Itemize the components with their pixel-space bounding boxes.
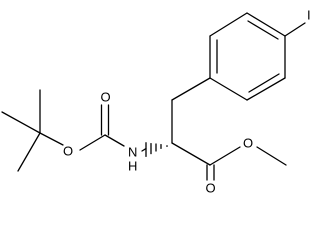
nitrogen-hydrogen: H (128, 159, 137, 174)
molecule-drawing: I O O N H O O (1, 6, 315, 196)
ring-bond-3 (246, 77, 286, 101)
n-boc-c-bond (104, 134, 125, 147)
benzene-ring (209, 12, 286, 101)
ester-c-o-single (209, 146, 241, 166)
ester-ether-oxygen: O (243, 136, 253, 151)
o-tbutyl-bond (39, 132, 64, 146)
ring-ch2-bond (171, 77, 211, 101)
boc-ether-oxygen: O (63, 144, 73, 159)
o-methyl-bond (256, 146, 287, 166)
boc-c-o-single (79, 134, 106, 151)
ring-double-bond-2 (248, 73, 280, 93)
structure-canvas: I O O N H O O (1, 6, 315, 196)
tbutyl-methyl-3 (17, 132, 41, 172)
nitrogen-atom: N (128, 145, 137, 160)
tbutyl-methyl-2 (1, 111, 41, 134)
ring-bond-6 (209, 12, 248, 37)
c-i-bond (284, 22, 306, 37)
ring-bond-4 (209, 77, 248, 101)
boc-carbonyl-oxygen: O (101, 90, 111, 105)
calpha-ester-c-bond (171, 142, 211, 166)
stereo-hashed-wedge (145, 142, 168, 158)
n-calpha-bond (141, 147, 147, 152)
ester-carbonyl-oxygen: O (206, 181, 216, 196)
ring-double-bond-1 (247, 20, 279, 40)
iodine-atom: I (307, 8, 311, 23)
iodine-label-bg (306, 6, 315, 24)
ring-bond-1 (246, 12, 286, 37)
